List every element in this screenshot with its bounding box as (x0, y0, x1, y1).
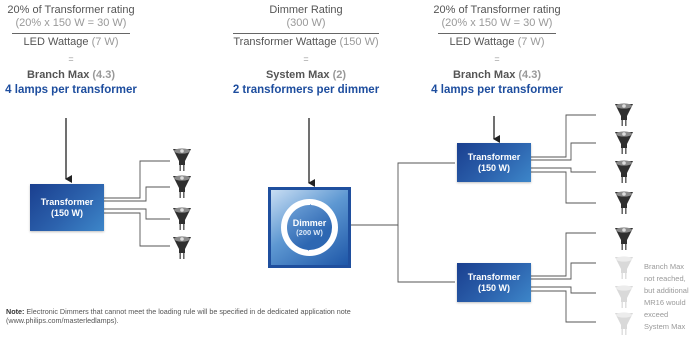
equals-sign: = (303, 54, 309, 64)
transformer-label: Transformer (467, 151, 521, 162)
result-text: 4 lamps per transformer (431, 84, 563, 96)
mr16-lamp-icon (615, 227, 633, 250)
mr16-lamp-ghost-icon (615, 312, 633, 335)
fraction-rule (233, 33, 379, 34)
transformer-left: Transformer (150 W) (30, 184, 104, 231)
mr16-lamp-ghost-icon (615, 285, 633, 308)
dimmer-label: Dimmer (292, 218, 327, 228)
branch-wire (531, 290, 596, 323)
mr16-lamp-icon (173, 175, 191, 198)
side-note-line: exceed (644, 310, 669, 319)
divisor: LED Wattage (7 W) (426, 36, 568, 49)
calc-column-right: 20% of Transformer rating (20% x 150 W =… (426, 4, 568, 97)
system-max-note: Branch Max not reached, but additional M… (644, 261, 696, 333)
fraction-rule (12, 33, 130, 34)
equals-sign: = (68, 54, 74, 64)
dimmer: Dimmer (200 W) (268, 187, 351, 268)
dimmer-knob: Dimmer (200 W) (287, 205, 332, 250)
transformer-right-bottom: Transformer (150 W) (457, 263, 531, 302)
branch-wire (531, 262, 596, 280)
mr16-lamp-icon (615, 131, 633, 154)
max-value: (4.3) (92, 69, 116, 81)
max-label: System Max (265, 69, 330, 81)
dimmer-output-wire (397, 225, 455, 283)
max-label: Branch Max (452, 69, 516, 81)
branch-wire (531, 114, 596, 158)
rating-detail: (20% x 150 W = 30 W) (441, 17, 553, 29)
divisor-label: Transformer Wattage (233, 36, 337, 48)
mr16-lamp-icon (173, 148, 191, 171)
divisor: LED Wattage (7 W) (0, 36, 142, 49)
side-note-line: MR16 would (644, 298, 686, 307)
rating-detail: (20% x 150 W = 30 W) (15, 17, 127, 29)
side-note-line: not reached, (644, 274, 686, 283)
rating-title: 20% of Transformer rating (7, 4, 135, 16)
branch-wire (531, 232, 596, 277)
branch-wire (531, 286, 596, 294)
dimmer-dial: Dimmer (200 W) (281, 199, 338, 256)
dimmer-watts: (200 W) (296, 228, 323, 237)
equals-sign: = (494, 54, 500, 64)
divisor-value: (7 W) (517, 36, 545, 48)
note-label: Note: (6, 307, 25, 316)
max-value: (2) (332, 69, 347, 81)
max-value: (4.3) (518, 69, 542, 81)
max-line: Branch Max (4.3) (426, 69, 568, 82)
side-note-line: Branch Max (644, 262, 685, 271)
result-text: 4 lamps per transformer (5, 84, 137, 96)
mr16-lamp-ghost-icon (615, 256, 633, 279)
calc-column-middle: Dimmer Rating (300 W) Transformer Wattag… (230, 4, 382, 97)
dimmer-output-wire (351, 162, 455, 226)
divisor: Transformer Wattage (150 W) (230, 36, 382, 49)
mr16-lamp-icon (173, 236, 191, 259)
transformer-watts: (150 W) (50, 207, 83, 218)
divisor-value: (150 W) (339, 36, 379, 48)
branch-wire (531, 142, 596, 161)
branch-wire (104, 186, 170, 202)
max-line: Branch Max (4.3) (0, 69, 142, 82)
mr16-lamp-icon (173, 207, 191, 230)
divisor-label: LED Wattage (23, 36, 89, 48)
divisor-label: LED Wattage (449, 36, 515, 48)
rating-title: 20% of Transformer rating (433, 4, 561, 16)
transformer-label: Transformer (467, 271, 521, 282)
branch-wire (104, 212, 170, 247)
calc-column-left: 20% of Transformer rating (20% x 150 W =… (0, 4, 142, 97)
transformer-right-top: Transformer (150 W) (457, 143, 531, 182)
rating-detail: (300 W) (286, 17, 326, 29)
rating-title: Dimmer Rating (269, 4, 343, 16)
branch-wire (104, 160, 170, 199)
mr16-lamp-icon (615, 191, 633, 214)
max-line: System Max (2) (230, 69, 382, 82)
mr16-lamp-icon (615, 103, 633, 126)
note-text: Electronic Dimmers that cannot meet the … (6, 307, 351, 325)
transformer-watts: (150 W) (477, 282, 510, 293)
result-text: 2 transformers per dimmer (232, 84, 380, 96)
side-note-line: System Max (644, 322, 686, 331)
fraction-rule (438, 33, 556, 34)
footer-note: Note: Electronic Dimmers that cannot mee… (6, 307, 366, 325)
transformer-label: Transformer (40, 196, 94, 207)
branch-wire (531, 167, 596, 173)
branch-wire (104, 208, 170, 220)
max-label: Branch Max (26, 69, 90, 81)
mr16-lamp-icon (615, 160, 633, 183)
branch-wire (531, 171, 596, 204)
side-note-line: but additional (644, 286, 689, 295)
divisor-value: (7 W) (91, 36, 119, 48)
transformer-watts: (150 W) (477, 162, 510, 173)
